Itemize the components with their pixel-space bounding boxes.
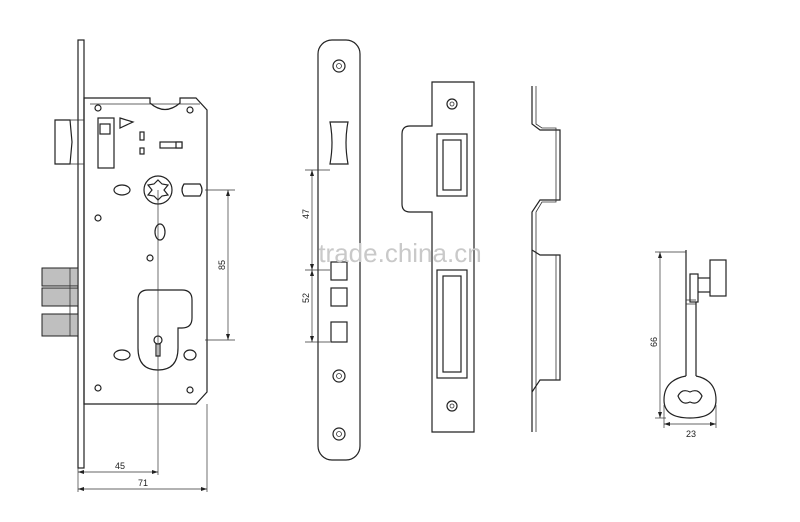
screw-hole bbox=[186, 106, 194, 114]
deadbolt-top bbox=[41, 267, 79, 287]
screw-hole bbox=[94, 104, 102, 112]
dim-label-23: 23 bbox=[686, 429, 696, 439]
strike-bolt-opening bbox=[436, 269, 468, 379]
screw-hole bbox=[186, 386, 194, 394]
key-bow-hole bbox=[677, 390, 703, 404]
faceplate-bolt-opening bbox=[330, 321, 348, 343]
key-shaft bbox=[685, 250, 697, 376]
strike-side-profile bbox=[531, 86, 561, 432]
key-view: 66 23 bbox=[649, 250, 727, 439]
dim-label-52: 52 bbox=[301, 293, 311, 303]
strike-side-view bbox=[531, 86, 561, 432]
faceplate-latch-opening bbox=[329, 121, 349, 165]
screw-hole bbox=[94, 214, 102, 222]
key-bow bbox=[663, 375, 717, 419]
latch-block bbox=[97, 117, 115, 169]
key-bit-tip bbox=[709, 259, 727, 297]
strike-plate-view bbox=[401, 81, 475, 433]
watermark-text: trade.china.cn bbox=[318, 238, 481, 268]
screw-hole bbox=[146, 254, 154, 262]
screw-hole bbox=[94, 384, 102, 392]
faceplate-bolt-opening bbox=[330, 287, 348, 307]
dim-label-85: 85 bbox=[217, 260, 227, 270]
strike-screw bbox=[446, 98, 458, 110]
key-bit bbox=[689, 273, 699, 303]
lock-front-plate bbox=[77, 39, 85, 469]
dim-label-45: 45 bbox=[115, 461, 125, 471]
oval-slot bbox=[183, 349, 197, 361]
dim-label-47: 47 bbox=[301, 209, 311, 219]
dim-label-71: 71 bbox=[138, 478, 148, 488]
oval-slot bbox=[113, 349, 131, 361]
lock-case-outline bbox=[83, 97, 208, 405]
strike-plate-outline bbox=[401, 81, 475, 433]
faceplate-bolt-opening bbox=[330, 261, 348, 281]
latch-spring-triangle bbox=[119, 117, 135, 129]
faceplate-screw bbox=[332, 59, 346, 73]
faceplate-screw bbox=[332, 427, 346, 441]
lock-body-view: 85 45 71 bbox=[41, 39, 235, 492]
faceplate-view: 47 52 bbox=[301, 39, 361, 461]
strike-screw bbox=[446, 400, 458, 412]
cylinder-cutout bbox=[137, 289, 193, 371]
latch-bolt bbox=[54, 119, 73, 165]
faceplate-screw bbox=[332, 369, 346, 383]
faceplate-outline bbox=[317, 39, 361, 461]
dim-label-66: 66 bbox=[649, 337, 659, 347]
deadbolt-middle bbox=[41, 287, 79, 307]
oval-slot bbox=[113, 184, 131, 196]
strike-latch-opening bbox=[436, 133, 468, 197]
deadbolt-bottom bbox=[41, 313, 79, 337]
oval-slot bbox=[154, 223, 166, 241]
